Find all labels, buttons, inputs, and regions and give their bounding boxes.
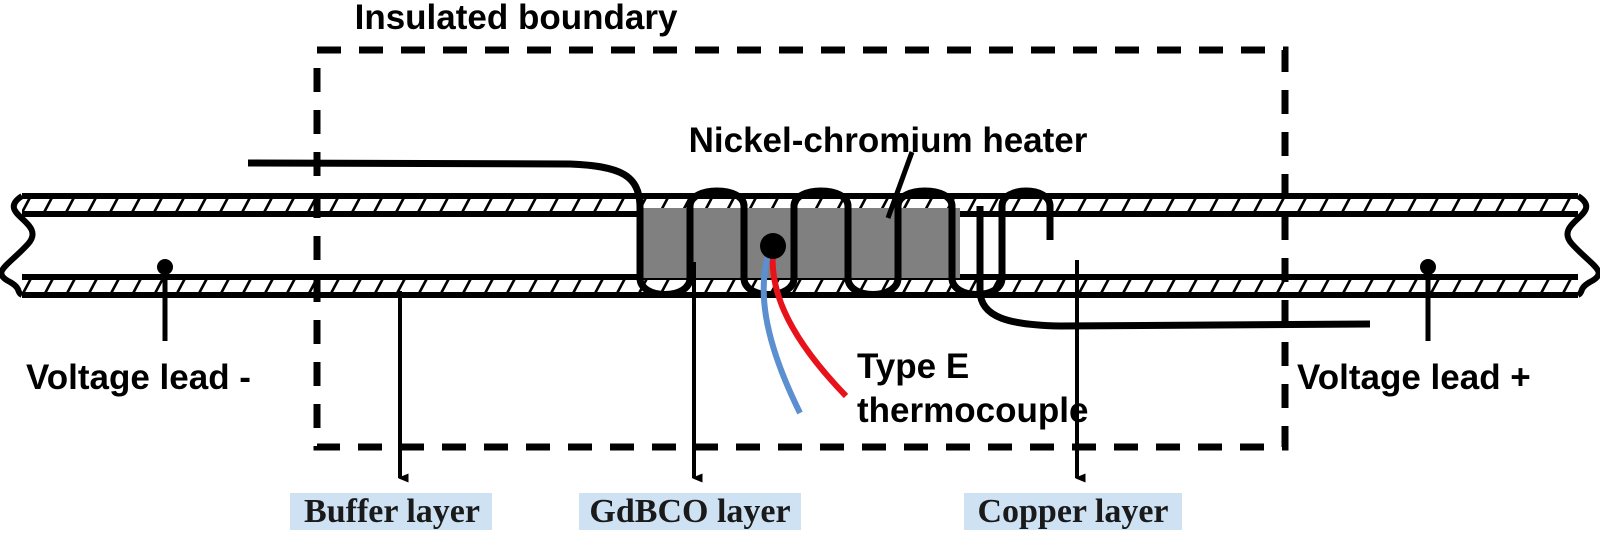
- thermocouple-blue-wire: [760, 251, 803, 415]
- voltage-lead-negative-label: Voltage lead -: [26, 358, 251, 397]
- gdbco-layer-label: GdBCO layer: [589, 493, 790, 530]
- type-e-thermocouple: [760, 233, 849, 415]
- heater-lead-right: [976, 206, 1371, 330]
- thermocouple-junction-dot: [760, 233, 786, 259]
- voltage-lead-positive-dot: [1420, 259, 1436, 275]
- buffer-layer-label: Buffer layer: [304, 493, 480, 530]
- copper-layer-label: Copper layer: [977, 493, 1168, 530]
- coil-loop-2: [686, 187, 748, 278]
- coil-loop-1: [636, 206, 694, 298]
- coil-loop-8: [998, 187, 1054, 240]
- tape-left-break-edge: [0, 193, 36, 298]
- voltage-lead-positive: [1420, 259, 1436, 341]
- type-e-thermocouple-label-line2: thermocouple: [857, 391, 1088, 430]
- buffer-layer-highlight: [290, 493, 492, 530]
- heater-lead-left: [247, 159, 644, 278]
- thermocouple-red-wire: [769, 249, 849, 399]
- insulated-boundary-label: Insulated boundary: [355, 0, 678, 37]
- coil-loop-5: [844, 206, 902, 298]
- voltage-lead-negative: [157, 259, 173, 341]
- coil-loop-3: [740, 206, 798, 298]
- voltage-lead-negative-dot: [157, 259, 173, 275]
- heater-callout-pointer: [885, 151, 915, 219]
- gdbco-layer-highlight: [579, 493, 801, 530]
- copper-layer-highlight: [964, 493, 1182, 530]
- coil-loop-6: [894, 187, 956, 278]
- nickel-chromium-heater-coil: [247, 159, 1371, 330]
- tape-right-break-edge: [1564, 193, 1600, 298]
- nickel-chromium-heater-label: Nickel-chromium heater: [689, 121, 1088, 160]
- insulated-boundary-box: [313, 46, 1289, 451]
- coil-loop-4: [790, 187, 852, 278]
- tape-bottom-copper-band: [22, 274, 1578, 298]
- type-e-thermocouple-label-line1: Type E: [857, 347, 969, 386]
- voltage-lead-positive-label: Voltage lead +: [1297, 358, 1531, 397]
